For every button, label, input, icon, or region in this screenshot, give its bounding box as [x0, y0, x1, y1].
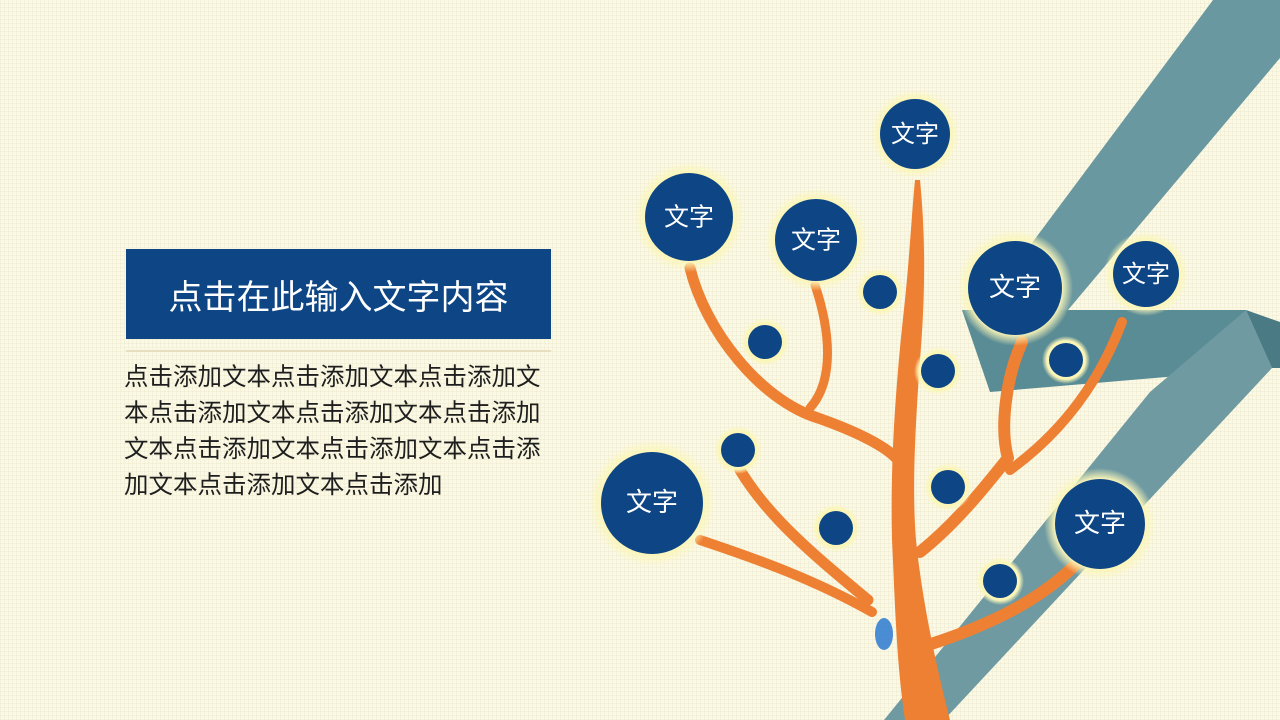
dot [1042, 336, 1090, 384]
ribbon-fold [1246, 310, 1280, 368]
node-label: 文字 [664, 203, 714, 232]
node-label: 文字 [791, 226, 841, 255]
body-text[interactable]: 点击添加文本点击添加文本点击添加文本点击添加文本点击添加文本点击添加文本点击添加… [124, 362, 541, 499]
dot [976, 557, 1024, 605]
ribbon-upper-diagonal [982, 0, 1280, 310]
dot [812, 504, 860, 552]
tree-branches [684, 262, 1127, 651]
node-label: 文字 [989, 273, 1041, 303]
trunk-shadow [875, 618, 893, 650]
text-nodes: 文字 文字 文字 文字 文字 [589, 90, 1188, 580]
branch-right-mid [914, 336, 1028, 558]
title-banner[interactable]: 点击在此输入文字内容 [126, 249, 551, 339]
dot [856, 268, 904, 316]
title-divider [126, 350, 551, 352]
dot [914, 347, 962, 395]
text-node: 文字 [871, 90, 959, 178]
text-node: 文字 [957, 230, 1073, 346]
dot [714, 426, 762, 474]
dot [741, 318, 789, 366]
branch-right-upper [1005, 317, 1127, 475]
node-label: 文字 [626, 488, 678, 518]
branch-left-top-inner [805, 280, 832, 413]
small-dots [714, 268, 1090, 605]
branch-right-low [922, 559, 1081, 651]
trunk [891, 180, 950, 720]
node-label: 文字 [1074, 509, 1126, 539]
dot [924, 463, 972, 511]
text-node: 文字 [1044, 468, 1156, 580]
node-label: 文字 [1122, 260, 1170, 288]
node-label: 文字 [891, 120, 939, 148]
text-node: 文字 [589, 440, 715, 566]
title-text: 点击在此输入文字内容 [168, 277, 509, 318]
branch-left-bottom [695, 535, 877, 617]
text-node: 文字 [1104, 232, 1188, 316]
text-node: 文字 [765, 189, 867, 291]
branch-left-low [734, 464, 874, 606]
branch-left-top [684, 262, 904, 466]
text-node: 文字 [634, 162, 744, 272]
